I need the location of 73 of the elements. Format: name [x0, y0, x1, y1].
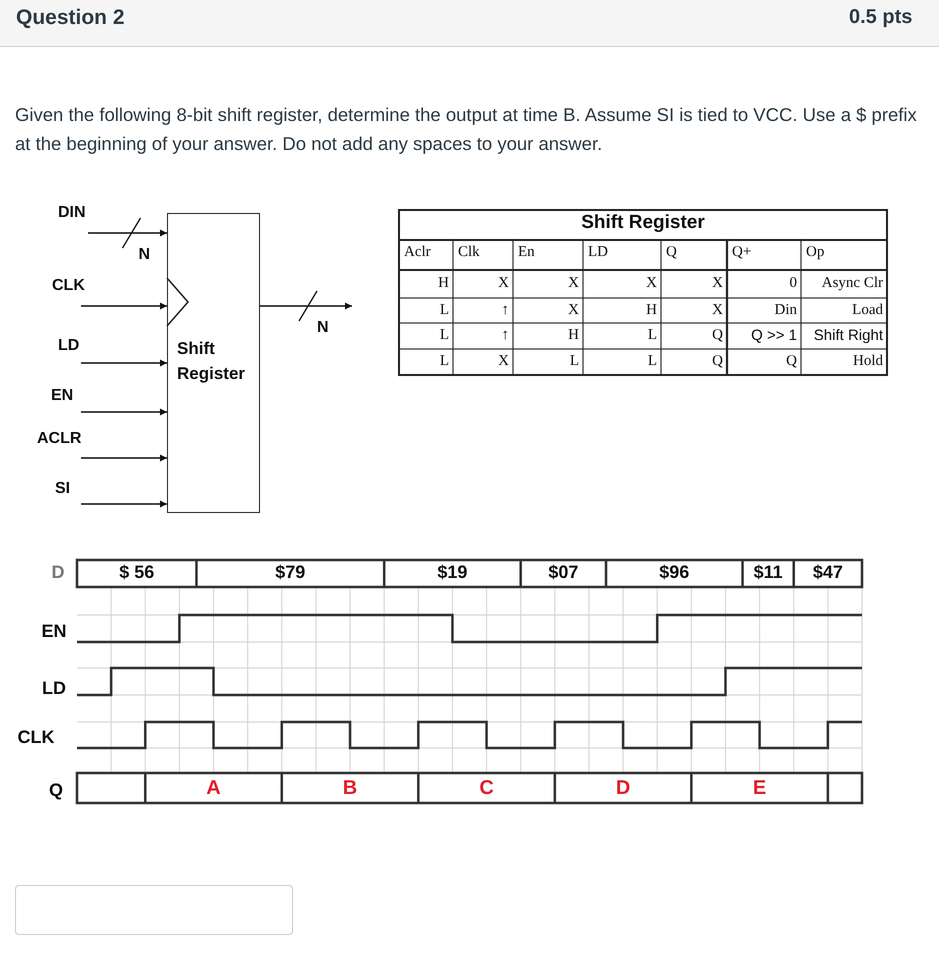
table-value: X [711, 302, 723, 319]
table-value: X [497, 353, 509, 370]
table-value: X [567, 275, 579, 292]
table-value: Hold [852, 353, 883, 370]
table-value: 0 [788, 275, 797, 292]
table-header: Aclr [404, 244, 432, 261]
table-value: X [711, 275, 723, 292]
time-marker-label: E [752, 777, 768, 800]
table-value: Load [851, 302, 883, 319]
table-value: H [567, 327, 579, 344]
table-value: ↑ [500, 327, 509, 344]
bus-value: $07 [547, 562, 580, 583]
input-label: SI [55, 480, 75, 502]
signal-arrow [81, 500, 167, 508]
input-label: LD [58, 337, 84, 359]
input-label: DIN [58, 204, 98, 226]
table-value: Async Clr [820, 275, 883, 292]
table-value: H [437, 275, 449, 292]
table-value: L [438, 327, 449, 344]
bus-value: $19 [436, 562, 468, 583]
signal-name: CLK [16, 727, 56, 748]
points-label: 0.5 pts [849, 6, 912, 29]
table-value: ↑ [500, 302, 509, 319]
time-marker-label: C [478, 777, 495, 800]
table-value: Din [774, 302, 797, 319]
signal-arrow [81, 454, 167, 462]
table-header: En [518, 244, 536, 261]
bus-value: $47 [812, 562, 844, 583]
input-label: CLK [52, 277, 90, 299]
bus-value: $11 [752, 562, 784, 583]
table-value: L [568, 353, 579, 370]
table-value: Shift Right [812, 327, 883, 344]
table-value: X [567, 302, 579, 319]
signal-name: LD [41, 678, 67, 699]
table-value: Q [711, 353, 723, 370]
table-value: Q [785, 353, 797, 370]
time-marker-label: D [614, 777, 632, 800]
table-header: LD [588, 244, 609, 261]
table-value: H [645, 302, 657, 319]
table-title: Shift Register [580, 212, 706, 234]
table-value: L [438, 302, 449, 319]
table-header: Clk [458, 244, 481, 261]
signal-arrow [81, 360, 167, 366]
table-value: X [497, 275, 509, 292]
time-marker-label: B [342, 777, 358, 800]
table-header: Q+ [732, 244, 752, 261]
table-header: Q [666, 244, 678, 261]
signal-arrow [81, 408, 167, 416]
bus-width-label: N [138, 246, 150, 264]
table-value: X [645, 275, 657, 292]
table-value: L [438, 353, 449, 370]
table-value: L [646, 353, 657, 370]
table-header: Op [806, 244, 826, 261]
signal-name: EN [40, 621, 68, 642]
bus-value: $79 [274, 562, 306, 583]
input-label: ACLR [37, 430, 85, 452]
table-value: L [646, 327, 657, 344]
shift-register-block [167, 213, 260, 513]
signal-arrow [81, 302, 167, 310]
signal-arrow [88, 230, 167, 236]
time-marker-label: A [205, 777, 222, 800]
block-label: Shift Register [177, 338, 246, 385]
signal-name: Q [48, 780, 64, 801]
table-value: Q [711, 327, 723, 344]
question-title: Question 2 [16, 6, 125, 30]
signal-arrow [260, 302, 352, 310]
signal-name: D [50, 562, 66, 583]
bus-value: $ 56 [118, 562, 156, 583]
table-value: Q >> 1 [750, 327, 797, 344]
question-text: Given the following 8-bit shift register, determine the output at time B. Assume SI is tied to VCC. Use a $ prefix at the beginning of your answer. Do not add any spaces to your answer. [15, 103, 918, 156]
bus-value: $96 [658, 562, 690, 583]
bus-width-label: N [317, 319, 329, 337]
input-label: EN [51, 387, 77, 409]
